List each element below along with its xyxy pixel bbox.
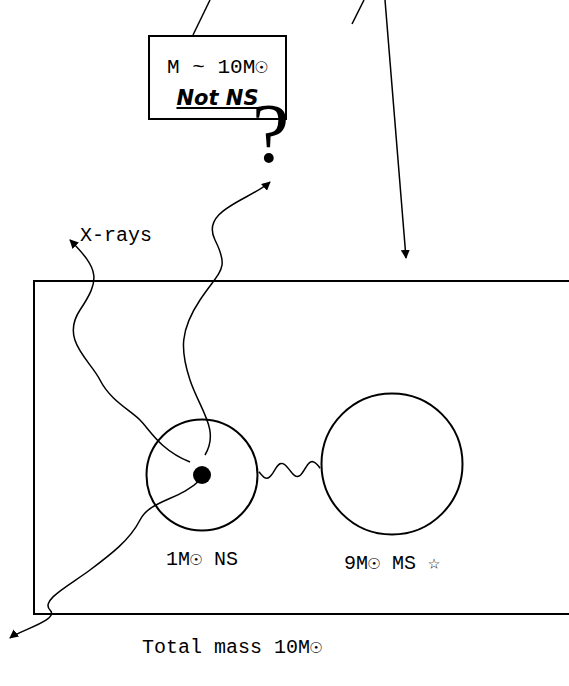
note-text: Not NS	[176, 83, 258, 113]
star-label: 9M☉ MS ☆	[344, 550, 440, 575]
binary-frame: Total mass 10M☉1M☉ NS9M☉ MS ☆	[33, 280, 569, 615]
leader-line	[352, 0, 364, 24]
star-circle: 9M☉ MS ☆	[320, 392, 464, 536]
circle-outline	[145, 418, 259, 532]
pointer-arrow	[385, 0, 406, 258]
question-mark: ?	[252, 92, 289, 176]
mass-text: M ~ 10M☉	[167, 53, 268, 83]
star-outline	[147, 420, 258, 531]
circle-outline	[320, 392, 464, 536]
star-circle: 1M☉ NS	[145, 418, 259, 532]
star-outline	[322, 394, 463, 535]
xray-arrow	[183, 182, 270, 455]
star-label: 1M☉ NS	[166, 546, 238, 571]
xray-label: X-rays	[80, 224, 152, 247]
compact-dot	[193, 466, 211, 484]
leader-line	[193, 0, 210, 35]
mass-transfer-stream	[259, 462, 320, 479]
total-caption: Total mass 10M☉	[142, 634, 322, 659]
